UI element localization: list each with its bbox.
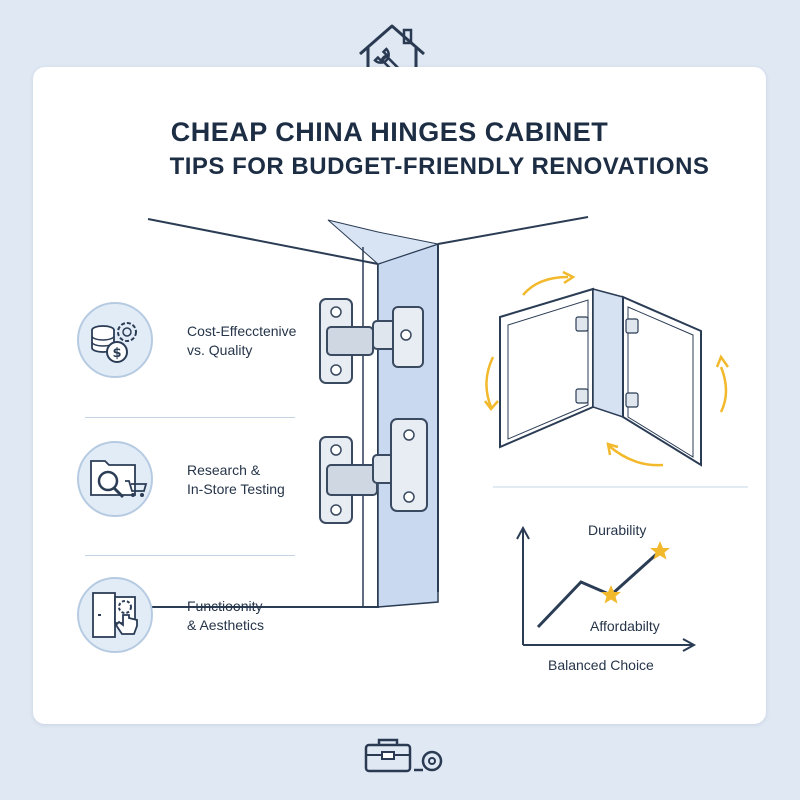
- open-cabinet-diagram: [484, 270, 730, 467]
- coins-gear-icon: $: [77, 302, 153, 378]
- chart-label-durability: Durability: [588, 522, 647, 538]
- tip-research-line1: Research &: [187, 462, 261, 478]
- hinge-lower: [319, 418, 428, 524]
- tip-cost-line1: Cost-Effecctenive: [187, 323, 297, 339]
- tip-function-line2: & Aesthetics: [187, 617, 265, 633]
- tip-cost: $ Cost-Effecctenive vs. Quality: [75, 300, 335, 380]
- chart-label-affordability: Affordabilty: [590, 618, 660, 634]
- magnifier-cart-icon: [77, 441, 153, 517]
- tip-research: Research & In-Store Testing: [75, 439, 335, 519]
- tip-cost-line2: vs. Quality: [187, 342, 253, 358]
- divider: [85, 555, 295, 556]
- chart-caption: Balanced Choice: [548, 657, 654, 673]
- hand-gear-icon: [77, 577, 153, 653]
- star-marker: [650, 541, 670, 560]
- balanced-choice-chart: [516, 525, 697, 652]
- tip-research-line2: In-Store Testing: [187, 481, 285, 497]
- tip-function-line1: Functioonity: [187, 598, 263, 614]
- svg-text:$: $: [112, 346, 121, 361]
- hinge-illustration: [147, 216, 748, 652]
- page-title: CHEAP CHINA HINGES CABINET: [170, 117, 609, 147]
- hinge-upper: [319, 298, 424, 384]
- toolbox-tape-icon: [364, 738, 443, 773]
- tip-function: Functioonity & Aesthetics: [75, 575, 335, 655]
- infographic-card: CHEAP CHINA HINGES CABINET TIPS FOR BUDG…: [33, 67, 766, 724]
- star-marker: [601, 585, 621, 604]
- page-subtitle: TIPS FOR BUDGET-FRIENDLY RENOVATIONS: [169, 153, 710, 180]
- divider: [85, 417, 295, 418]
